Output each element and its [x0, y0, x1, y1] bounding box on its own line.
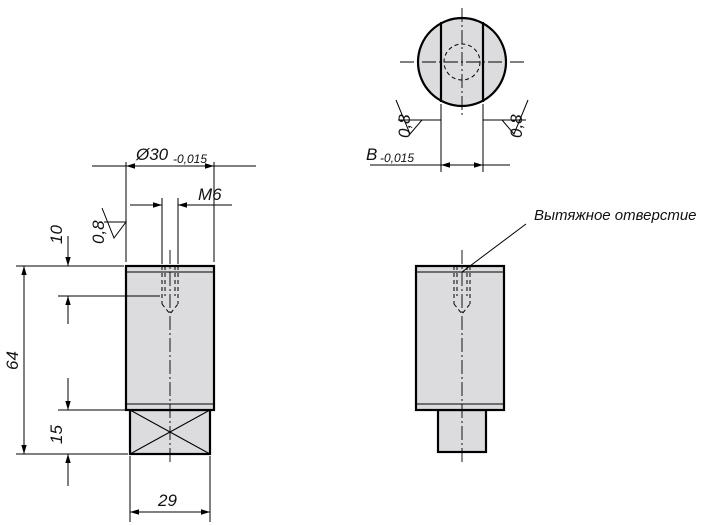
diameter-tolerance: -0,015	[173, 152, 207, 166]
width-tolerance: -0,015	[380, 151, 414, 165]
square-width-value: 29	[157, 491, 177, 510]
hidden-hole-circle	[443, 43, 481, 81]
side-view: Вытяжное отверстие	[414, 207, 697, 462]
extraction-hole-label: Вытяжное отверстие	[534, 207, 697, 224]
total-length-value: 64	[3, 351, 22, 370]
roughness-right-value: 0,8	[507, 114, 526, 138]
diameter-label: Ø30	[135, 145, 169, 164]
top-view: B -0,015 0,8 0,8	[366, 8, 529, 172]
thread-drill-point	[161, 303, 179, 315]
roughness-right-symbol	[500, 99, 529, 135]
side-cylinder-body	[414, 264, 506, 412]
thread-label: M6	[198, 185, 222, 204]
roughness-left-symbol	[395, 99, 424, 135]
roughness-front-value: 0,8	[89, 220, 108, 244]
roughness-front-symbol	[101, 207, 127, 240]
roughness-left-value: 0,8	[395, 114, 414, 138]
callout-leader	[461, 223, 527, 273]
square-length-value: 15	[47, 425, 66, 444]
front-view: Ø30 -0,015 M6 0,8 10 64 15 29	[3, 145, 256, 522]
width-label: B	[366, 145, 377, 164]
side-drill-point	[453, 303, 471, 315]
thread-depth-value: 10	[47, 225, 66, 244]
